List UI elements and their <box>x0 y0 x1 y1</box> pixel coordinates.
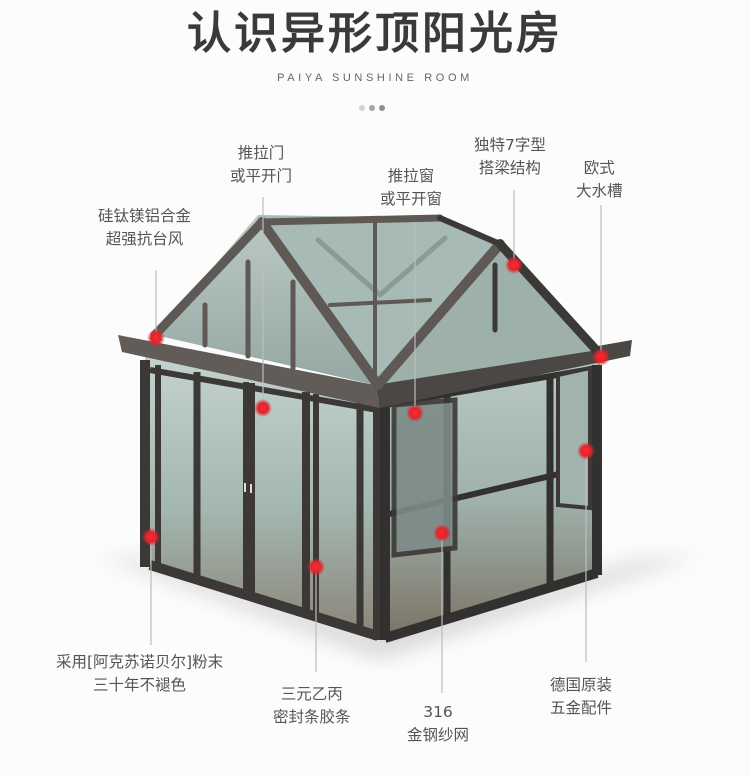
dot-3 <box>379 105 385 111</box>
callout-alloy-line2: 超强抗台风 <box>105 230 184 248</box>
roof-right <box>375 244 598 385</box>
callout-screen-line1: 316 <box>423 703 453 721</box>
callout-alloy: 硅钛镁铝合金 超强抗台风 <box>98 205 191 251</box>
callout-coating-line1: 采用[阿克苏诺贝尔]粉末 <box>56 653 224 671</box>
callout-beam-line1: 独特7字型 <box>474 136 546 154</box>
callout-alloy-line1: 硅钛镁铝合金 <box>98 207 192 225</box>
callout-window: 推拉窗 或平开窗 <box>380 165 442 211</box>
callout-hardware: 德国原装 五金配件 <box>550 674 612 720</box>
dot-2 <box>369 105 375 111</box>
marker-hardware <box>577 442 595 460</box>
roof-left <box>155 215 375 385</box>
callout-gutter-line1: 欧式 <box>583 159 615 177</box>
callout-hardware-line2: 五金配件 <box>550 699 613 717</box>
marker-alloy <box>147 329 165 347</box>
open-window-sash <box>391 397 458 558</box>
page-title: 认识异形顶阳光房 <box>187 8 563 59</box>
callout-window-line2: 或平开窗 <box>380 190 443 208</box>
door-handles <box>244 483 252 493</box>
callout-beam: 独特7字型 搭梁结构 <box>474 134 546 180</box>
marker-screen <box>433 524 451 542</box>
callout-screen: 316 金钢纱网 <box>407 701 469 747</box>
callout-gutter: 欧式 大水槽 <box>576 157 623 203</box>
pagination-dots <box>359 105 385 111</box>
right-eave <box>375 340 632 408</box>
marker-seal <box>307 558 325 576</box>
callout-window-line1: 推拉窗 <box>387 167 435 185</box>
callout-door: 推拉门 或平开门 <box>230 142 292 188</box>
left-eave <box>118 335 380 408</box>
callout-seal-line2: 密封条胶条 <box>273 708 351 726</box>
roof-center <box>258 215 500 385</box>
callout-gutter-line2: 大水槽 <box>576 182 623 200</box>
leader-lines <box>150 190 602 693</box>
marker-beam <box>505 256 523 274</box>
dot-1 <box>359 105 365 111</box>
callout-coating-line2: 三十年不褪色 <box>93 676 187 694</box>
callout-seal: 三元乙丙 密封条胶条 <box>273 683 351 729</box>
marker-window <box>406 404 424 422</box>
marker-coating <box>142 528 160 546</box>
callout-markers <box>142 256 610 576</box>
callout-door-line1: 推拉门 <box>237 144 285 162</box>
callout-hardware-line1: 德国原装 <box>550 676 613 694</box>
marker-gutter <box>592 348 610 366</box>
callout-screen-line2: 金钢纱网 <box>407 726 470 744</box>
page-subtitle: PAIYA SUNSHINE ROOM <box>277 72 473 84</box>
callout-seal-line1: 三元乙丙 <box>280 685 343 703</box>
callout-coating: 采用[阿克苏诺贝尔]粉末 三十年不褪色 <box>56 651 223 697</box>
callout-door-line2: 或平开门 <box>230 167 293 185</box>
callout-beam-line2: 搭梁结构 <box>478 159 541 177</box>
marker-door <box>254 399 272 417</box>
open-window-sash-right <box>556 365 592 511</box>
